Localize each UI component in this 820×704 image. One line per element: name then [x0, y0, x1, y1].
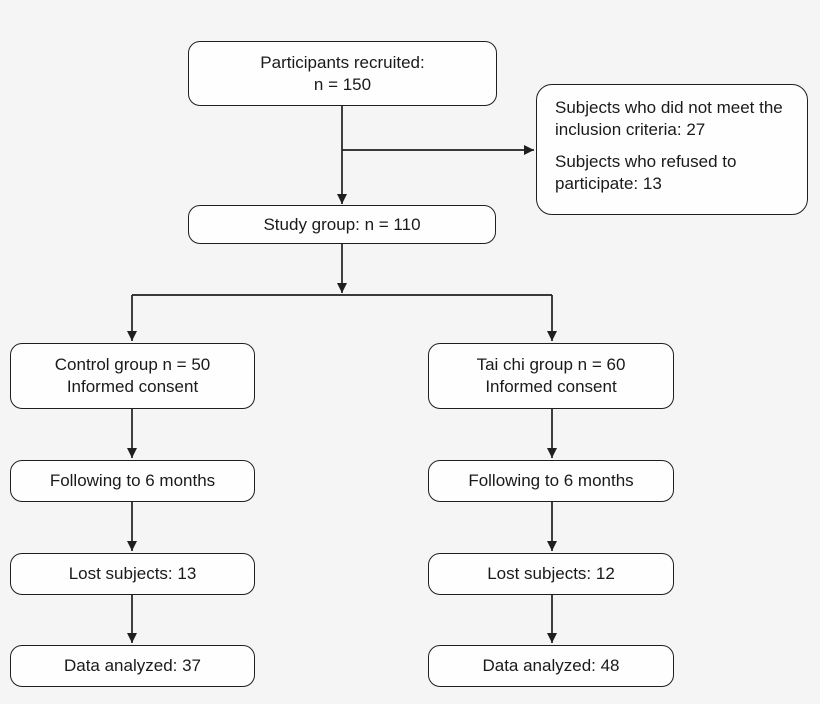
excluded-criteria-text: Subjects who did not meet the inclusion …: [555, 98, 783, 139]
node-label: Data analyzed: 48: [482, 656, 620, 675]
node-label: Lost subjects: 13: [68, 564, 197, 583]
node-label: Study group: n = 110: [263, 214, 421, 234]
node-following-taichi: Following to 6 months: [428, 460, 674, 502]
node-following-control: Following to 6 months: [10, 460, 255, 502]
excluded-refused-text: Subjects who refused to participate: 13: [555, 152, 737, 193]
node-taichi-group: Tai chi group n = 60 Informed consent: [428, 343, 674, 409]
node-lost-taichi: Lost subjects: 12: [428, 553, 674, 595]
node-sublabel: Informed consent: [485, 377, 617, 396]
node-label: Following to 6 months: [468, 471, 634, 490]
node-label: Tai chi group n = 60: [476, 355, 626, 374]
node-label: Data analyzed: 37: [63, 656, 202, 675]
node-control-group: Control group n = 50 Informed consent: [10, 343, 255, 409]
node-label: Following to 6 months: [49, 471, 216, 490]
node-participants-recruited: Participants recruited: n = 150: [188, 41, 497, 106]
node-analyzed-control: Data analyzed: 37: [10, 645, 255, 687]
node-label: Lost subjects: 12: [487, 564, 615, 583]
node-analyzed-taichi: Data analyzed: 48: [428, 645, 674, 687]
node-label: Participants recruited:: [260, 52, 425, 72]
node-sublabel: Informed consent: [66, 377, 199, 396]
node-lost-control: Lost subjects: 13: [10, 553, 255, 595]
node-study-group: Study group: n = 110: [188, 205, 496, 244]
node-excluded-subjects: Subjects who did not meet the inclusion …: [536, 84, 808, 215]
node-label: Control group n = 50: [54, 355, 211, 374]
node-value: n = 150: [313, 74, 372, 94]
